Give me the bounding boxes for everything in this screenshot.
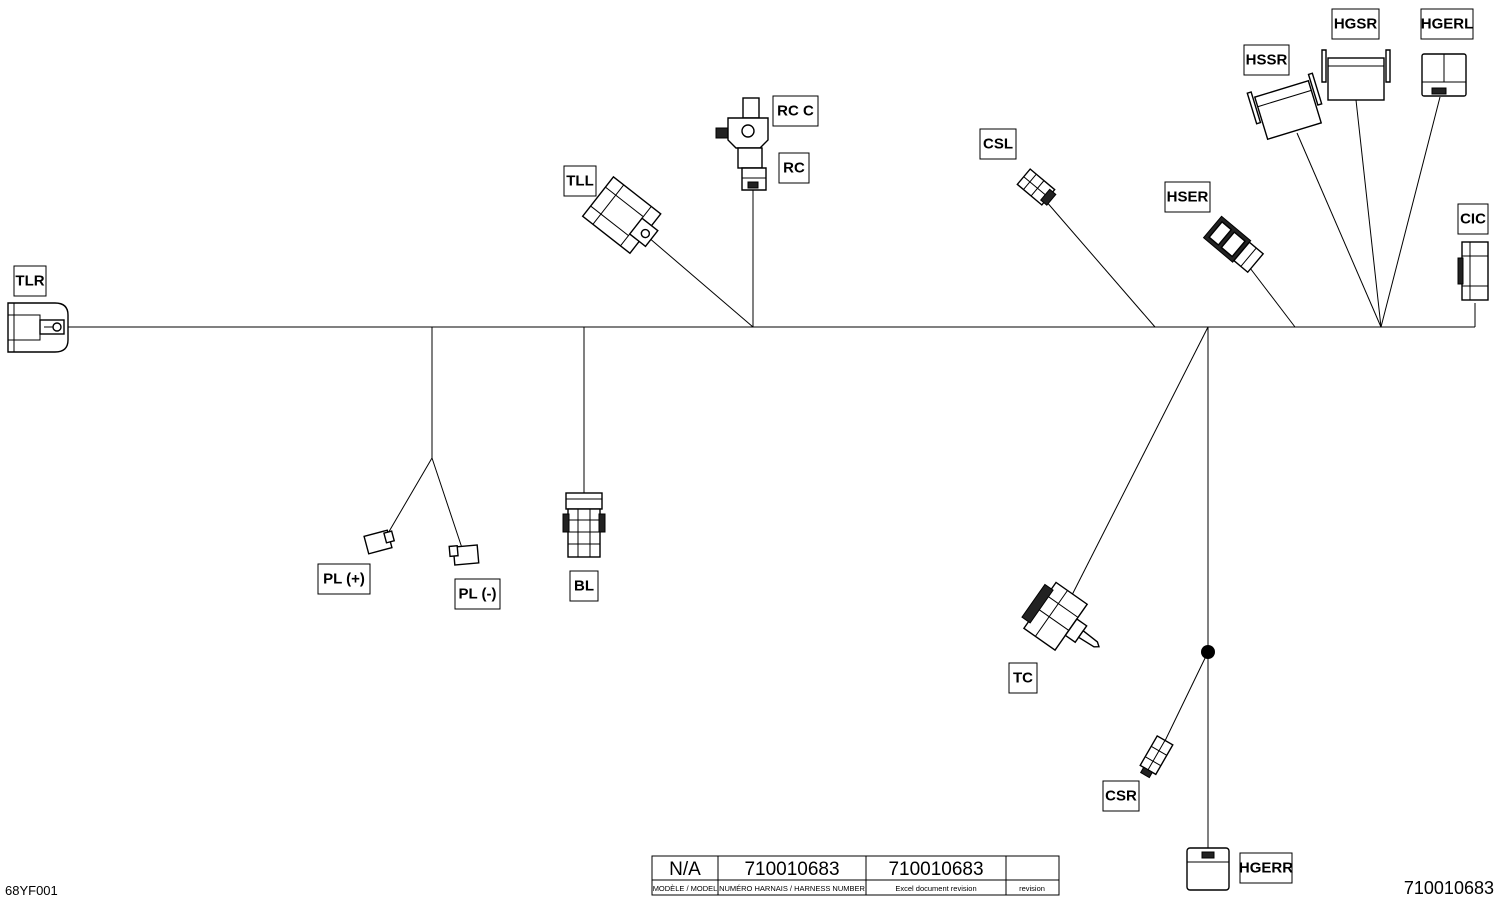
connector-cic-icon [1457, 241, 1489, 301]
connector-hgerl-icon [1421, 53, 1467, 97]
wire-pl-minus [431, 457, 463, 549]
connector-rc-icon [715, 97, 769, 191]
connector-labels: TLR TLL RC C RC CSL HSER HSSR HGSR [13, 8, 1489, 884]
splice-dot [1201, 645, 1215, 659]
label-tlr-text: TLR [15, 273, 44, 290]
connector-tc-icon [1021, 581, 1100, 652]
revision-caption: revision [1019, 884, 1045, 893]
label-hser-text: HSER [1167, 189, 1209, 206]
label-pl-minus: PL (-) [454, 578, 501, 610]
wire-tll [647, 236, 754, 328]
label-pl-minus-text: PL (-) [458, 586, 496, 603]
connector-hser-icon [1202, 215, 1265, 274]
model-caption: MODÈLE / MODEL [653, 884, 718, 893]
label-hgsr: HGSR [1331, 8, 1380, 40]
connector-pl-minus-icon [448, 544, 480, 566]
wire-hssr [1296, 132, 1382, 328]
wire-csl [1044, 199, 1156, 328]
label-hgsr-text: HGSR [1334, 16, 1378, 33]
label-rc: RC [778, 152, 810, 184]
figure-reference: 68YF001 [5, 883, 58, 898]
title-block: N/A 710010683 710010683 MODÈLE / MODEL N… [651, 855, 1060, 896]
connector-tlr-icon [7, 302, 69, 353]
label-rc-c-text: RC C [777, 103, 814, 120]
wire-hgsr [1355, 99, 1382, 328]
connector-bl-icon [562, 492, 606, 558]
label-pl-plus: PL (+) [317, 563, 371, 595]
label-cic-text: CIC [1460, 211, 1486, 228]
label-hssr-text: HSSR [1246, 52, 1288, 69]
harness-wires [68, 96, 1476, 848]
label-tll-text: TLL [566, 173, 594, 190]
label-rc-c: RC C [772, 95, 819, 127]
connector-hgsr-icon [1321, 49, 1391, 101]
wire-csr [1162, 651, 1209, 746]
label-csl-text: CSL [983, 136, 1013, 153]
part-number: 710010683 [1404, 878, 1494, 898]
label-csl: CSL [979, 128, 1017, 160]
label-pl-plus-text: PL (+) [323, 571, 365, 588]
wire-pl-plus [386, 457, 433, 536]
label-csr: CSR [1102, 780, 1140, 812]
wire-hser [1249, 267, 1296, 328]
label-tc-text: TC [1013, 670, 1033, 687]
connector-pl-plus-icon [363, 529, 396, 555]
label-hgerl-text: HGERL [1421, 16, 1474, 33]
connector-csr-icon [1139, 734, 1174, 779]
connector-csl-icon [1016, 168, 1057, 206]
connector-hgerr-icon [1186, 847, 1230, 891]
excel-revision-value: 710010683 [888, 859, 983, 880]
label-tc: TC [1008, 662, 1038, 694]
connector-hssr-icon [1246, 72, 1323, 141]
label-bl: BL [569, 570, 599, 602]
connector-tll-icon [581, 175, 662, 255]
label-tll: TLL [563, 165, 597, 197]
wire-hgerl [1380, 96, 1441, 328]
label-hgerr-text: HGERR [1239, 860, 1293, 877]
label-hgerr: HGERR [1239, 852, 1293, 884]
excel-revision-caption: Excel document revision [895, 884, 976, 893]
label-cic: CIC [1457, 203, 1489, 235]
label-hssr: HSSR [1243, 44, 1290, 76]
label-hgerl: HGERL [1420, 8, 1474, 40]
harness-number-caption: NUMÉRO HARNAIS / HARNESS NUMBER [719, 884, 865, 893]
label-bl-text: BL [574, 578, 594, 595]
label-tlr: TLR [13, 265, 47, 297]
label-csr-text: CSR [1105, 788, 1137, 805]
model-value: N/A [669, 859, 701, 880]
label-hser: HSER [1164, 181, 1211, 213]
harness-number-value: 710010683 [744, 859, 839, 880]
wire-tc [1071, 326, 1209, 596]
label-rc-text: RC [783, 160, 805, 177]
